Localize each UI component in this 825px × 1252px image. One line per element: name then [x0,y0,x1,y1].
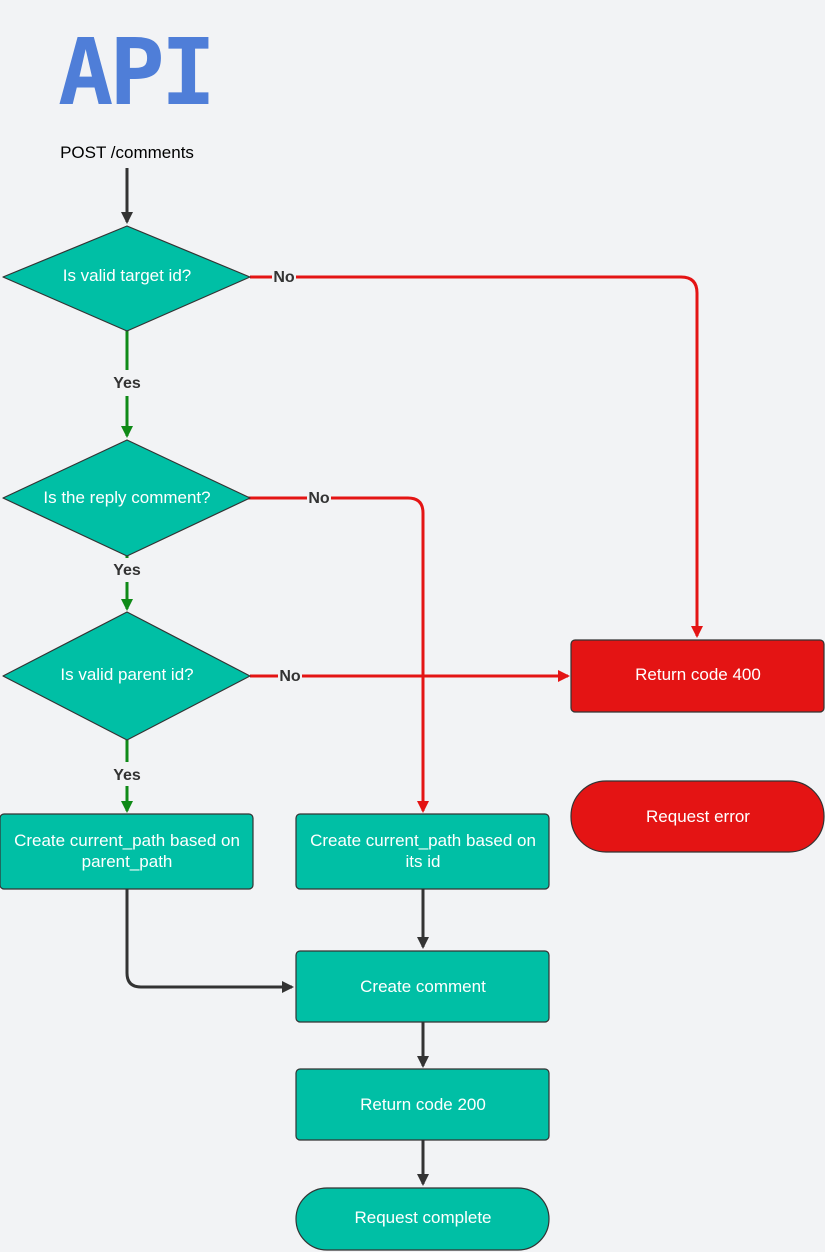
edge-label-parent-yes: Yes [113,767,141,784]
decision-is-reply-comment: Is the reply comment? [2,439,251,557]
svg-text:Is valid target id?: Is valid target id? [63,266,192,285]
edge-target-no [250,275,697,636]
edge-label-parent-no: No [279,668,301,685]
edge-label-reply-no: No [308,490,330,507]
process-create-comment: Create comment [295,950,550,1023]
process-path-from-id: Create current_path based on its id [295,813,550,890]
svg-text:Return code 400: Return code 400 [635,665,761,684]
svg-text:Create current_path based on: Create current_path based on [310,831,536,850]
svg-text:Is valid parent id?: Is valid parent id? [60,665,193,684]
svg-text:its id: its id [406,852,441,871]
diagram-title: API [58,19,212,126]
svg-text:Is the reply comment?: Is the reply comment? [43,488,210,507]
process-return-200: Return code 200 [295,1068,550,1141]
svg-text:Request complete: Request complete [354,1208,491,1227]
process-path-from-parent: Create current_path based on parent_path [0,813,254,890]
svg-text:Create comment: Create comment [360,977,486,996]
svg-text:Create current_path based on: Create current_path based on [14,831,240,850]
svg-text:parent_path: parent_path [82,852,173,871]
error-return-400: Return code 400 [570,639,825,713]
svg-text:Return code 200: Return code 200 [360,1095,486,1114]
edge-label-target-yes: Yes [113,375,141,392]
edge-parentpath-to-create [125,889,294,993]
edge-label-target-no: No [273,269,295,286]
edge-reply-no [248,496,423,811]
svg-text:Request error: Request error [646,807,750,826]
terminal-request-error: Request error [570,780,825,853]
decision-valid-target-id: Is valid target id? [2,225,251,332]
entry-endpoint-label: POST /comments [60,143,194,162]
decision-valid-parent-id: Is valid parent id? [2,611,251,741]
terminal-request-complete: Request complete [295,1187,550,1251]
edge-label-reply-yes: Yes [113,562,141,579]
